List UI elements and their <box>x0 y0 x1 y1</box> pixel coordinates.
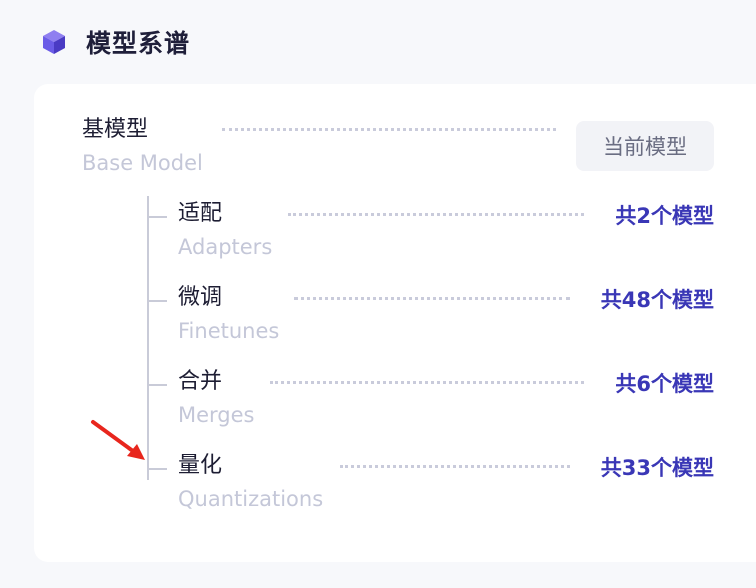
node-subtitle: Finetunes <box>178 319 280 343</box>
tree-connector-adapters <box>147 216 167 218</box>
node-leader <box>294 297 570 300</box>
page-title: 模型系谱 <box>86 29 191 58</box>
tree-node-merges[interactable]: 合并 Merges <box>178 368 255 428</box>
tree-connector-quantizations <box>147 468 167 470</box>
tree-connector-finetunes <box>147 300 167 302</box>
red-arrow-icon <box>91 420 145 460</box>
node-title: 微调 <box>178 285 223 310</box>
tree-connector-merges <box>147 384 167 386</box>
base-model-title: 基模型 <box>82 117 149 142</box>
base-model-node: 基模型 Base Model <box>82 116 203 176</box>
base-model-leader <box>222 128 556 131</box>
node-leader <box>270 381 584 384</box>
node-leader <box>288 213 584 216</box>
tree-node-quantizations[interactable]: 量化 Quantizations <box>178 452 323 512</box>
node-subtitle: Quantizations <box>178 487 324 511</box>
node-leader <box>340 465 570 468</box>
merges-count-link[interactable]: 共6个模型 <box>615 372 714 396</box>
adapters-count-link[interactable]: 共2个模型 <box>615 204 714 228</box>
quantizations-count-link[interactable]: 共33个模型 <box>600 456 714 480</box>
tree-connector-vertical <box>147 196 149 480</box>
page-header: 模型系谱 <box>40 26 190 58</box>
tree-node-adapters[interactable]: 适配 Adapters <box>178 200 272 260</box>
tree-node-finetunes[interactable]: 微调 Finetunes <box>178 284 279 344</box>
node-subtitle: Adapters <box>178 235 273 259</box>
node-subtitle: Merges <box>178 403 255 427</box>
node-title: 合并 <box>178 369 223 394</box>
cube-icon <box>43 30 65 54</box>
node-title: 量化 <box>178 453 223 478</box>
node-title: 适配 <box>178 201 223 226</box>
finetunes-count-link[interactable]: 共48个模型 <box>600 288 714 312</box>
current-model-button[interactable]: 当前模型 <box>576 121 714 171</box>
model-tree-card: 基模型 Base Model 当前模型 适配 Adapters 共2个模型 微调… <box>34 84 756 562</box>
base-model-subtitle: Base Model <box>82 151 203 175</box>
